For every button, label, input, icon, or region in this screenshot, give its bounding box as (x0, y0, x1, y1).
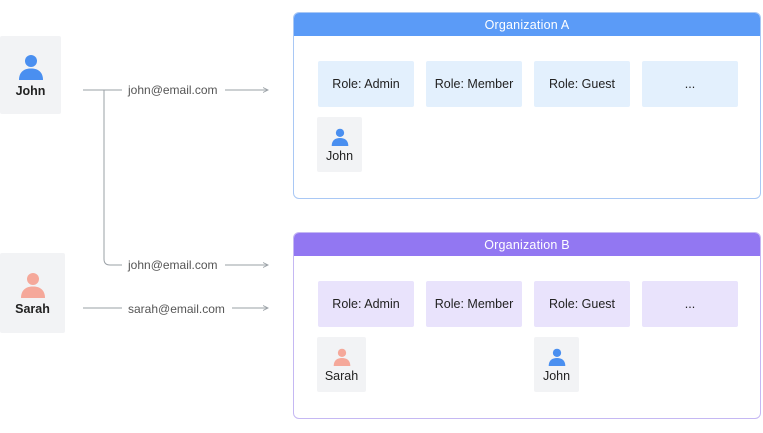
user-icon (333, 348, 350, 366)
email-label-john-a: john@email.com (128, 83, 218, 97)
org-b-role-admin[interactable]: Role: Admin (318, 281, 414, 327)
john-branch-b (103, 90, 122, 266)
org-b-member-sarah[interactable]: Sarah (317, 337, 366, 392)
user-icon (331, 128, 348, 146)
org-b-member-john[interactable]: John (534, 337, 579, 392)
org-b-role-guest[interactable]: Role: Guest (534, 281, 630, 327)
org-b-role-member[interactable]: Role: Member (426, 281, 522, 327)
org-a-role-more[interactable]: ... (642, 61, 738, 107)
org-a-role-guest[interactable]: Role: Guest (534, 61, 630, 107)
user-icon (20, 272, 45, 298)
member-name: Sarah (324, 368, 359, 383)
user-icon (548, 348, 565, 366)
email-label-sarah-b: sarah@email.com (128, 302, 225, 316)
user-name-sarah: Sarah (15, 301, 50, 316)
org-a-header: Organization A (294, 13, 760, 36)
user-card-john[interactable]: John (0, 36, 61, 114)
org-b-role-more[interactable]: ... (642, 281, 738, 327)
org-a-role-member[interactable]: Role: Member (426, 61, 522, 107)
member-name: John (542, 368, 571, 383)
organization-a: Organization A Role: Admin Role: Member … (293, 12, 761, 199)
org-a-member-john[interactable]: John (317, 117, 362, 172)
org-b-title: Organization B (484, 237, 570, 252)
member-name: John (325, 148, 354, 163)
org-a-role-admin[interactable]: Role: Admin (318, 61, 414, 107)
org-a-title: Organization A (484, 17, 570, 32)
email-label-john-b: john@email.com (128, 258, 218, 272)
user-card-sarah[interactable]: Sarah (0, 253, 65, 333)
user-icon (18, 54, 43, 80)
organization-b: Organization B Role: Admin Role: Member … (293, 232, 761, 419)
user-name-john: John (15, 83, 46, 98)
org-b-header: Organization B (294, 233, 760, 256)
